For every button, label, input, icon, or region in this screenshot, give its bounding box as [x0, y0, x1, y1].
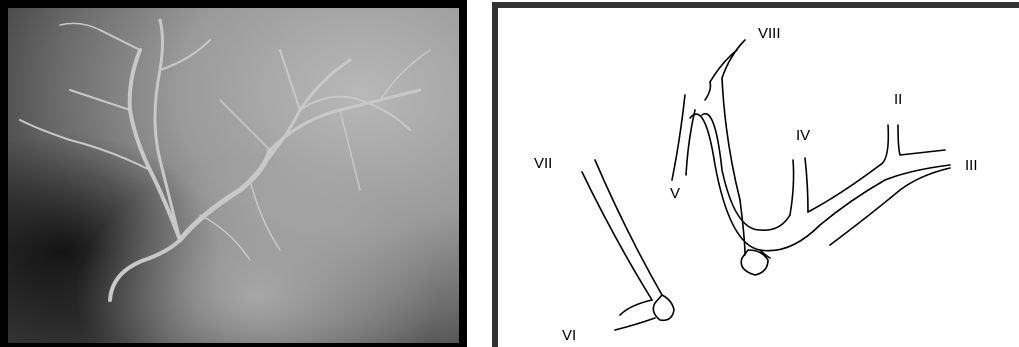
tracing-frame	[495, 5, 1019, 347]
segment-label-ii: II	[894, 91, 902, 108]
vessel-tracing-panel: VIII II IV III VII V VI	[490, 0, 1019, 347]
angiogram-svg	[0, 0, 467, 347]
segment-label-vii: VII	[534, 155, 552, 172]
segment-label-v: V	[670, 185, 680, 202]
segment-label-iii: III	[965, 157, 978, 174]
segment-label-iv: IV	[796, 127, 810, 144]
segment-label-viii: VIII	[758, 25, 781, 42]
angiogram-image	[0, 0, 467, 347]
tracing-svg: VIII II IV III VII V VI	[490, 0, 1019, 347]
segment-label-vi: VI	[562, 327, 576, 344]
angiogram-light-region	[8, 8, 460, 347]
